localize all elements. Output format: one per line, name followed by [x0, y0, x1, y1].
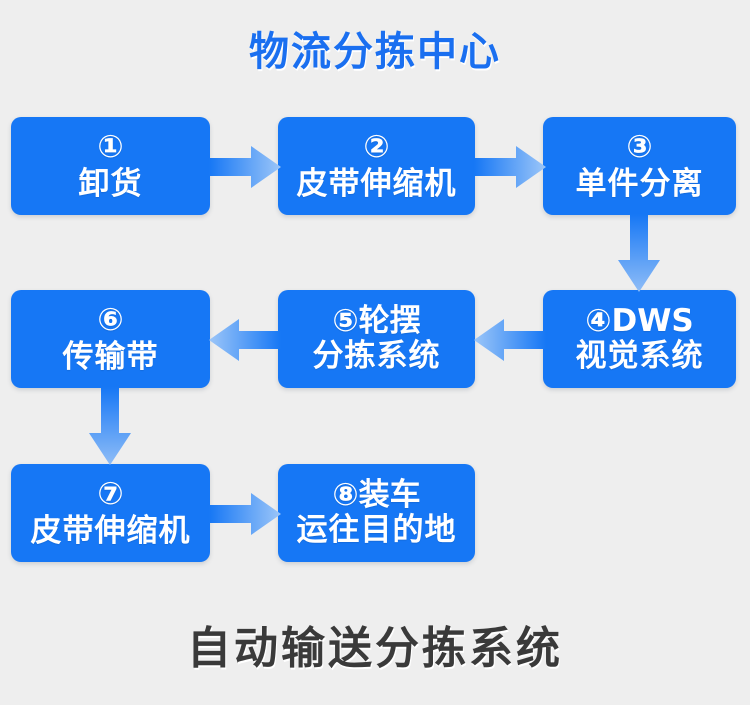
flow-node-5-label: 分拣系统	[312, 338, 441, 374]
flow-node-1[interactable]: ① 卸货	[11, 117, 210, 215]
flow-node-4[interactable]: ④DWS 视觉系统	[543, 290, 736, 388]
flow-node-8-marker: ⑧装车	[332, 476, 421, 513]
flow-node-2-marker: ②	[363, 129, 390, 166]
flow-node-3[interactable]: ③ 单件分离	[543, 117, 736, 215]
flow-node-6[interactable]: ⑥ 传输带	[11, 290, 210, 388]
flow-node-7-label: 皮带伸缩机	[30, 512, 191, 549]
flow-node-2-label: 皮带伸缩机	[296, 165, 457, 202]
flow-node-4-marker: ④DWS	[585, 302, 694, 339]
flow-node-8-label: 运往目的地	[296, 512, 457, 548]
flow-node-5-marker: ⑤轮摆	[332, 302, 421, 339]
flow-node-7[interactable]: ⑦ 皮带伸缩机	[11, 464, 210, 562]
arrow-wheel-sorter-to-conveyor-belt	[209, 319, 281, 361]
arrow-conveyor-belt-to-telescopic-belt	[89, 387, 131, 465]
arrow-singulation-to-dws	[618, 214, 660, 292]
flow-node-3-label: 单件分离	[575, 165, 704, 202]
footer-title: 自动输送分拣系统	[187, 623, 563, 674]
flow-node-6-label: 传输带	[62, 338, 159, 375]
arrow-telescopic-belt-to-loading	[209, 493, 281, 535]
flow-node-1-marker: ①	[97, 129, 124, 166]
arrow-unloading-to-belt-conveyor	[209, 146, 281, 188]
flow-node-5[interactable]: ⑤轮摆 分拣系统	[278, 290, 475, 388]
flow-node-7-marker: ⑦	[97, 476, 124, 513]
flow-node-1-label: 卸货	[78, 165, 143, 202]
flow-node-3-marker: ③	[626, 129, 653, 166]
arrow-dws-to-wheel-sorter	[474, 319, 546, 361]
page-title: 物流分拣中心	[249, 29, 501, 75]
flow-node-2[interactable]: ② 皮带伸缩机	[278, 117, 475, 215]
flow-node-8[interactable]: ⑧装车 运往目的地	[278, 464, 475, 562]
arrow-belt-conveyor-to-singulation	[474, 146, 546, 188]
flow-node-4-label: 视觉系统	[575, 338, 704, 374]
flow-node-6-marker: ⑥	[97, 302, 124, 339]
